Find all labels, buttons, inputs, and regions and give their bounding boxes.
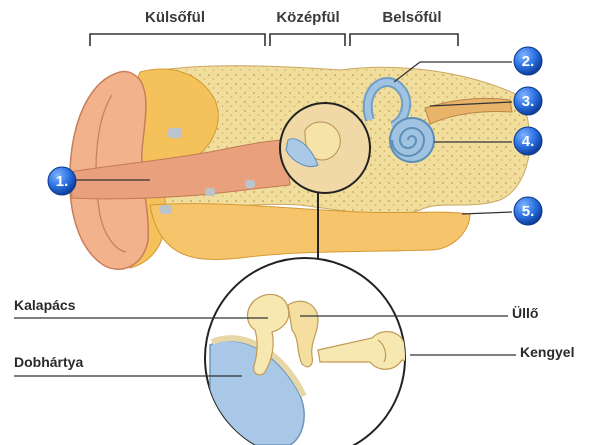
marker-4-label: 4.: [522, 133, 535, 150]
marker-3-label: 3.: [522, 93, 535, 110]
stirrup-arch: [377, 339, 387, 363]
marker-2-label: 2.: [522, 53, 535, 70]
region-label-inner-ear: Belsőfül: [382, 9, 441, 26]
marker-5-label: 5.: [522, 203, 535, 220]
marker-3: 3.: [429, 86, 543, 116]
marker-1: 1.: [47, 166, 150, 196]
cochlea-spiral: [391, 127, 426, 157]
bone-inclusion: [205, 188, 215, 196]
bone-inclusion: [245, 180, 255, 188]
lower-cartilage: [149, 203, 471, 260]
semicircular-canals-inner: [364, 79, 410, 129]
bracket-middle-ear: [269, 33, 346, 46]
region-label-outer-ear: Külsőfül: [145, 9, 205, 26]
bone-inclusion: [168, 128, 182, 138]
bone-inclusion: [160, 205, 172, 214]
bracket-outer-ear: [89, 33, 266, 46]
eardrum-small: [285, 138, 319, 167]
pinna-fold: [95, 94, 127, 253]
label-eardrum: Dobhártya: [14, 354, 83, 370]
anvil: [287, 300, 319, 368]
ear-cross-section: [69, 65, 531, 271]
marker-4: 4.: [434, 126, 543, 156]
ear-canal: [69, 139, 291, 200]
middle-ear-zoom: [204, 257, 406, 445]
label-stirrup: Kengyel: [520, 344, 574, 360]
marker-5: 5.: [461, 196, 543, 226]
label-anvil: Üllő: [512, 305, 538, 321]
bracket-inner-ear: [349, 33, 459, 46]
cochlea: [389, 117, 435, 163]
stirrup: [317, 331, 405, 370]
label-hammer: Kalapács: [14, 297, 76, 313]
region-label-middle-ear: Középfül: [276, 9, 339, 26]
marker-2: 2.: [393, 46, 543, 83]
marker-1-label: 1.: [56, 173, 69, 190]
